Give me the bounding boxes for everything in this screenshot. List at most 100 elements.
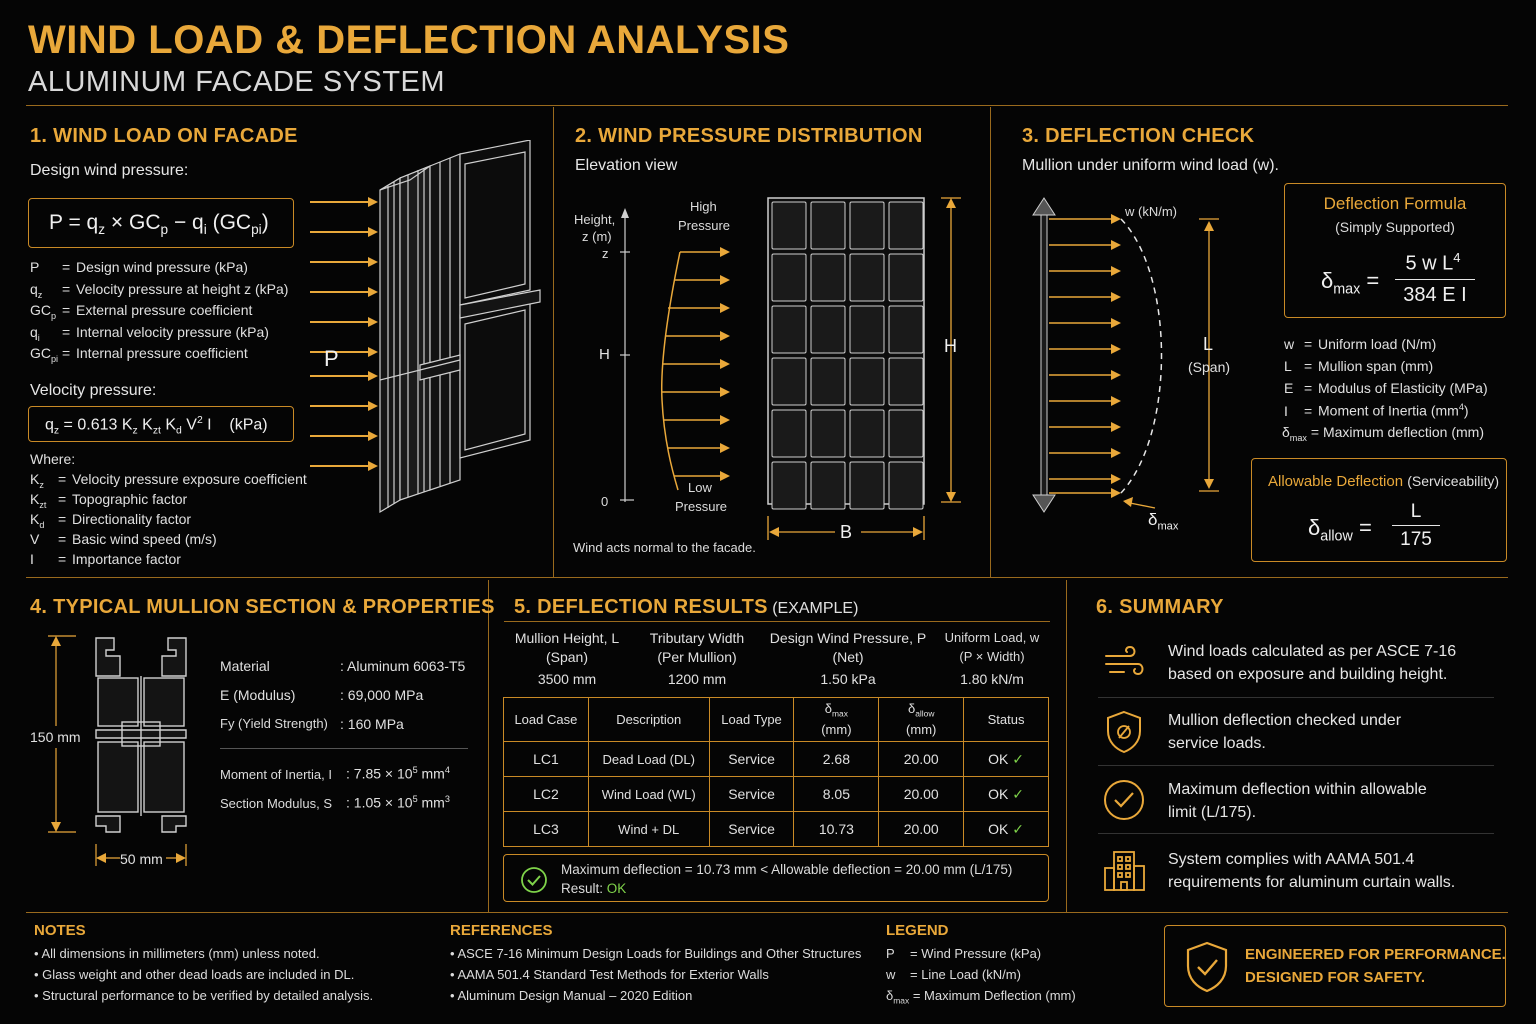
header-load-case: Load Case <box>503 697 589 742</box>
formula-subtitle: (Simply Supported) <box>1335 219 1455 235</box>
def-i-inertia: I=Moment of Inertia (mm4) <box>1284 402 1469 419</box>
input-tributary-value: 1200 mm <box>667 671 727 687</box>
glass-panel <box>849 461 885 510</box>
def-i: I=Importance factor <box>30 551 181 567</box>
low-pressure-label-2: Pressure <box>675 499 728 514</box>
facade-grid-elevation <box>767 197 961 540</box>
row1-status: OK ✓ <box>963 741 1049 777</box>
l-span-label: L <box>1203 334 1214 354</box>
section6-title: 6. SUMMARY <box>1096 596 1224 618</box>
header-description: Description <box>587 697 710 742</box>
glass-panel <box>888 305 924 354</box>
def-e: E=Modulus of Elasticity (MPa) <box>1284 380 1488 396</box>
badge-line-2: DESIGNED FOR SAFETY. <box>1245 969 1426 986</box>
allowable-deflection-box: Allowable Deflection (Serviceability) δa… <box>1251 458 1507 562</box>
formula-title: Deflection Formula <box>1323 194 1467 213</box>
page-title: WIND LOAD & DEFLECTION ANALYSIS <box>28 18 790 62</box>
check-circle-icon <box>1104 780 1144 820</box>
def-gcpi: GCpi=Internal pressure coefficient <box>30 345 248 364</box>
glass-panel <box>771 201 807 250</box>
h-tick-label: H <box>599 346 610 363</box>
result-status: Result: OK <box>561 881 627 896</box>
input-wind-pressure-value: 1.50 kPa <box>820 671 876 687</box>
input-tributary-h1: Tributary Width <box>649 630 745 646</box>
section1-title: 1. WIND LOAD ON FACADE <box>30 125 298 147</box>
shield-check-icon <box>1186 941 1228 993</box>
delta-max-label: δmax <box>1148 510 1179 533</box>
deflection-formula-box: Deflection Formula (Simply Supported) δm… <box>1284 183 1506 318</box>
h-dimension-label: H <box>944 336 957 356</box>
def-l: L=Mullion span (mm) <box>1284 358 1434 374</box>
divider-v3 <box>488 580 489 912</box>
row3-dmax: 10.73 <box>793 811 880 847</box>
glass-panel <box>888 409 924 458</box>
pressure-profile-diagram <box>620 208 730 502</box>
legend-dmax: δmax = Maximum Deflection (mm) <box>886 988 1076 1006</box>
glass-panel <box>849 409 885 458</box>
page-subtitle: ALUMINUM FACADE SYSTEM <box>28 66 446 98</box>
table-row: LC1 Dead Load (DL) Service 2.68 20.00 OK… <box>503 741 1049 777</box>
design-pressure-label: Design wind pressure: <box>30 162 189 179</box>
facade-isometric-drawing: P <box>310 140 541 514</box>
glass-panel <box>849 201 885 250</box>
def-kz: Kz=Velocity pressure exposure coefficien… <box>30 471 307 490</box>
prop-inertia-label: Moment of Inertia, I <box>220 767 332 782</box>
input-mullion-height-h2: (Span) <box>545 649 589 665</box>
results-table: Load Case Description Load Type δmax(mm)… <box>503 697 1049 847</box>
check-icon: ✓ <box>1012 750 1024 767</box>
def-p: P=Design wind pressure (kPa) <box>30 259 248 275</box>
note-1: • All dimensions in millimeters (mm) unl… <box>34 946 320 961</box>
def-kd: Kd=Directionality factor <box>30 511 192 530</box>
section2-title: 2. WIND PRESSURE DISTRIBUTION <box>575 125 923 147</box>
def-qz: qz=Velocity pressure at height z (kPa) <box>30 281 289 300</box>
row2-dmax: 8.05 <box>793 776 880 812</box>
building-icon <box>1104 851 1145 891</box>
input-uniform-load-h1: Uniform Load, w <box>944 630 1040 645</box>
references-title: REFERENCES <box>450 922 553 939</box>
mullion-outline <box>379 140 541 514</box>
low-pressure-label-1: Low <box>688 480 712 495</box>
glass-panel <box>771 253 807 302</box>
allowable-numerator: L <box>1410 501 1422 522</box>
input-tributary-h2: (Per Mullion) <box>657 649 737 665</box>
def-v: V=Basic wind speed (m/s) <box>30 531 217 547</box>
deflection-caption: Mullion under uniform wind load (w). <box>1022 157 1279 174</box>
section5-title-underline <box>504 621 1050 622</box>
def-qi: qi=Internal velocity pressure (kPa) <box>30 324 269 343</box>
reference-3: • Aluminum Design Manual – 2020 Edition <box>450 988 693 1003</box>
divider-v1 <box>553 107 554 577</box>
glass-panel <box>849 357 885 406</box>
def-gcp: GCp=External pressure coefficient <box>30 302 253 321</box>
glass-panel <box>888 461 924 510</box>
row3-status: OK ✓ <box>963 811 1049 847</box>
row2-status: OK ✓ <box>963 776 1049 812</box>
summary-divider-2 <box>1098 765 1494 766</box>
glass-panel <box>810 253 846 302</box>
velocity-formula-box: qz = 0.613 Kz Kzt Kd V2 I (kPa) <box>28 406 294 442</box>
p-label: P <box>324 346 339 371</box>
zero-tick-label: 0 <box>601 494 609 509</box>
glass-panel <box>771 461 807 510</box>
glass-panel <box>810 357 846 406</box>
glass-panel <box>810 201 846 250</box>
input-uniform-load-h2: (P × Width) <box>959 649 1025 664</box>
mid-divider <box>26 577 1508 578</box>
w-load-label: w (kN/m) <box>1125 204 1177 219</box>
table-row: LC3 Wind + DL Service 10.73 20.00 OK ✓ <box>503 811 1049 847</box>
badge-line-1: ENGINEERED FOR PERFORMANCE. <box>1245 946 1506 963</box>
props-divider <box>220 748 468 749</box>
section4-title: 4. TYPICAL MULLION SECTION & PROPERTIES <box>30 596 495 618</box>
prop-yield-value: : 160 MPa <box>340 716 404 732</box>
input-mullion-height-h1: Mullion Height, L <box>514 630 620 646</box>
result-summary-box: Maximum deflection = 10.73 mm < Allowabl… <box>503 854 1049 902</box>
prop-section-modulus-value: : 1.05 × 105 mm3 <box>346 794 450 811</box>
prop-material-label: Material <box>220 658 270 674</box>
allowable-fraction-bar <box>1392 525 1440 526</box>
where-label: Where: <box>30 451 76 467</box>
